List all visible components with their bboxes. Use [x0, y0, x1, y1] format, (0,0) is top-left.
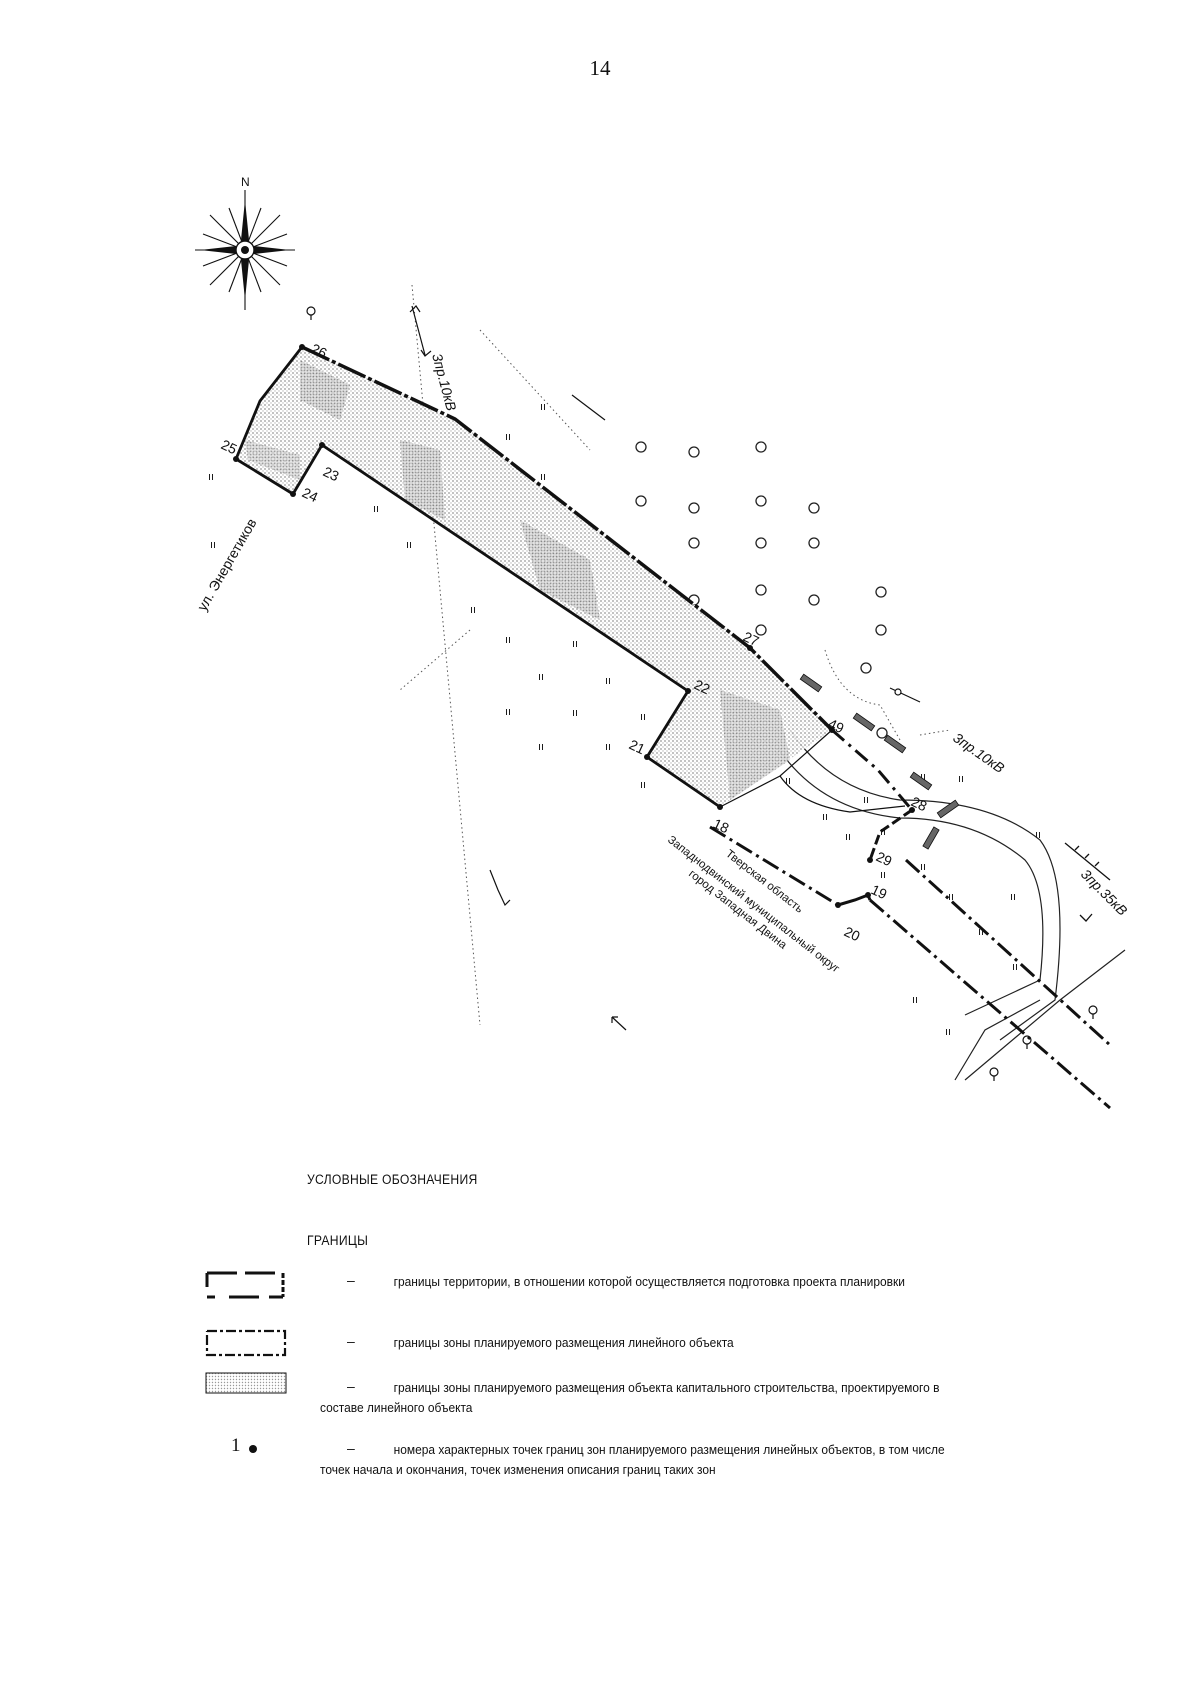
legend-dash-4: – [347, 1440, 355, 1456]
point-label-18: 18 [711, 815, 732, 836]
tree-icons [306, 306, 1098, 1081]
point-label-23: 23 [321, 463, 342, 484]
legend-dash-2: – [347, 1333, 355, 1349]
legend-dash-3: – [347, 1378, 355, 1394]
svg-text:ıı: ıı [920, 771, 926, 783]
point-number-symbol: 1 [231, 1435, 241, 1456]
svg-text:ıı: ıı [572, 638, 578, 650]
power-line-label-west: 3пр.10кВ [429, 352, 460, 413]
legend-title: УСЛОВНЫЕ ОБОЗНАЧЕНИЯ [307, 1172, 478, 1187]
point-label-27: 27 [741, 628, 762, 649]
hatched-markers [799, 673, 960, 850]
point-label-21: 21 [627, 736, 648, 757]
svg-text:ıı: ıı [505, 706, 511, 718]
svg-text:ıı: ıı [785, 775, 791, 787]
point-label-26: 26 [309, 340, 330, 361]
existing-linear-object [709, 825, 1112, 1110]
power-line-10kv-east [571, 394, 921, 703]
planned-zone [236, 347, 832, 807]
svg-text:ıı: ıı [406, 539, 412, 551]
linear-zone-boundary-symbol-icon [205, 1329, 287, 1357]
svg-text:ıı: ıı [605, 675, 611, 687]
svg-text:ıı: ıı [920, 861, 926, 873]
svg-text:ıı: ıı [640, 711, 646, 723]
svg-text:ıı: ıı [1010, 891, 1016, 903]
legend-text-4: номера характерных точек границ зон план… [320, 1442, 945, 1477]
point-dot-icon [249, 1445, 257, 1453]
svg-text:ıı: ıı [822, 811, 828, 823]
dotted-lines [399, 284, 951, 1026]
point-label-19: 19 [869, 881, 890, 902]
point-label-22: 22 [692, 676, 713, 697]
point-label-24: 24 [300, 484, 321, 505]
svg-text:ıı: ıı [208, 471, 214, 483]
point-label-29: 29 [874, 848, 895, 869]
capital-object-zone-symbol-icon [205, 1372, 287, 1394]
site-plan-map: N ıı ıı ıı ıı ıı ıı ıı ıı ıı ıı ıı ıı ıı ıı ıı ı… [194, 175, 1131, 1110]
svg-text:ıı: ıı [538, 741, 544, 753]
svg-text:ıı: ıı [505, 431, 511, 443]
region-label: Тверская область Западнодвинский муницип… [665, 834, 841, 975]
svg-text:ıı: ıı [945, 1026, 951, 1038]
power-line-label-35kv: 3пр.35кВ [1078, 866, 1131, 919]
svg-text:ıı: ıı [572, 707, 578, 719]
point-label-25: 25 [219, 436, 240, 457]
territory-boundary [234, 345, 914, 907]
north-label: N [241, 175, 250, 189]
svg-text:ıı: ıı [540, 471, 546, 483]
svg-text:ıı: ıı [880, 869, 886, 881]
point-label-28: 28 [909, 793, 930, 814]
svg-text:ıı: ıı [978, 926, 984, 938]
power-line-10kv-west [409, 305, 432, 357]
boundary-point-markers [233, 344, 915, 908]
svg-text:ıı: ıı [948, 891, 954, 903]
svg-text:ıı: ıı [1012, 961, 1018, 973]
territory-boundary-symbol-icon [205, 1271, 285, 1299]
power-line-label-east: 3пр.10кВ [950, 729, 1007, 776]
point-label-49: 49 [826, 715, 847, 736]
region-label-line2: Западнодвинский муниципальный округ [665, 834, 841, 975]
svg-text:ıı: ıı [863, 794, 869, 806]
tree-symbols [635, 441, 888, 739]
svg-text:ıı: ıı [210, 539, 216, 551]
svg-text:ıı: ıı [912, 994, 918, 1006]
page-number: 14 [589, 56, 611, 80]
svg-text:ıı: ıı [605, 741, 611, 753]
svg-text:ıı: ıı [1035, 829, 1041, 841]
legend-subtitle: ГРАНИЦЫ [307, 1233, 369, 1248]
svg-text:ıı: ıı [640, 779, 646, 791]
legend-dash-1: – [347, 1272, 355, 1288]
legend-text-3: границы зоны планируемого размещения объ… [320, 1380, 940, 1415]
svg-text:ıı: ıı [958, 773, 964, 785]
compass-rose-icon: N [195, 175, 295, 310]
street-label: ул. Энергетиков [194, 516, 260, 614]
svg-text:ıı: ıı [470, 604, 476, 616]
power-line-35kv [1064, 842, 1111, 922]
svg-text:ıı: ıı [880, 826, 886, 838]
svg-text:ıı: ıı [540, 401, 546, 413]
legend-text-1: границы территории, в отношении которой … [393, 1274, 905, 1289]
svg-text:ıı: ıı [373, 503, 379, 515]
road [777, 729, 1126, 1081]
arrow-markers [489, 869, 627, 1031]
point-label-20: 20 [842, 923, 863, 944]
svg-text:ıı: ıı [538, 671, 544, 683]
svg-text:ıı: ıı [845, 831, 851, 843]
legend-text-2: границы зоны планируемого размещения лин… [393, 1335, 734, 1350]
svg-text:ıı: ıı [505, 634, 511, 646]
